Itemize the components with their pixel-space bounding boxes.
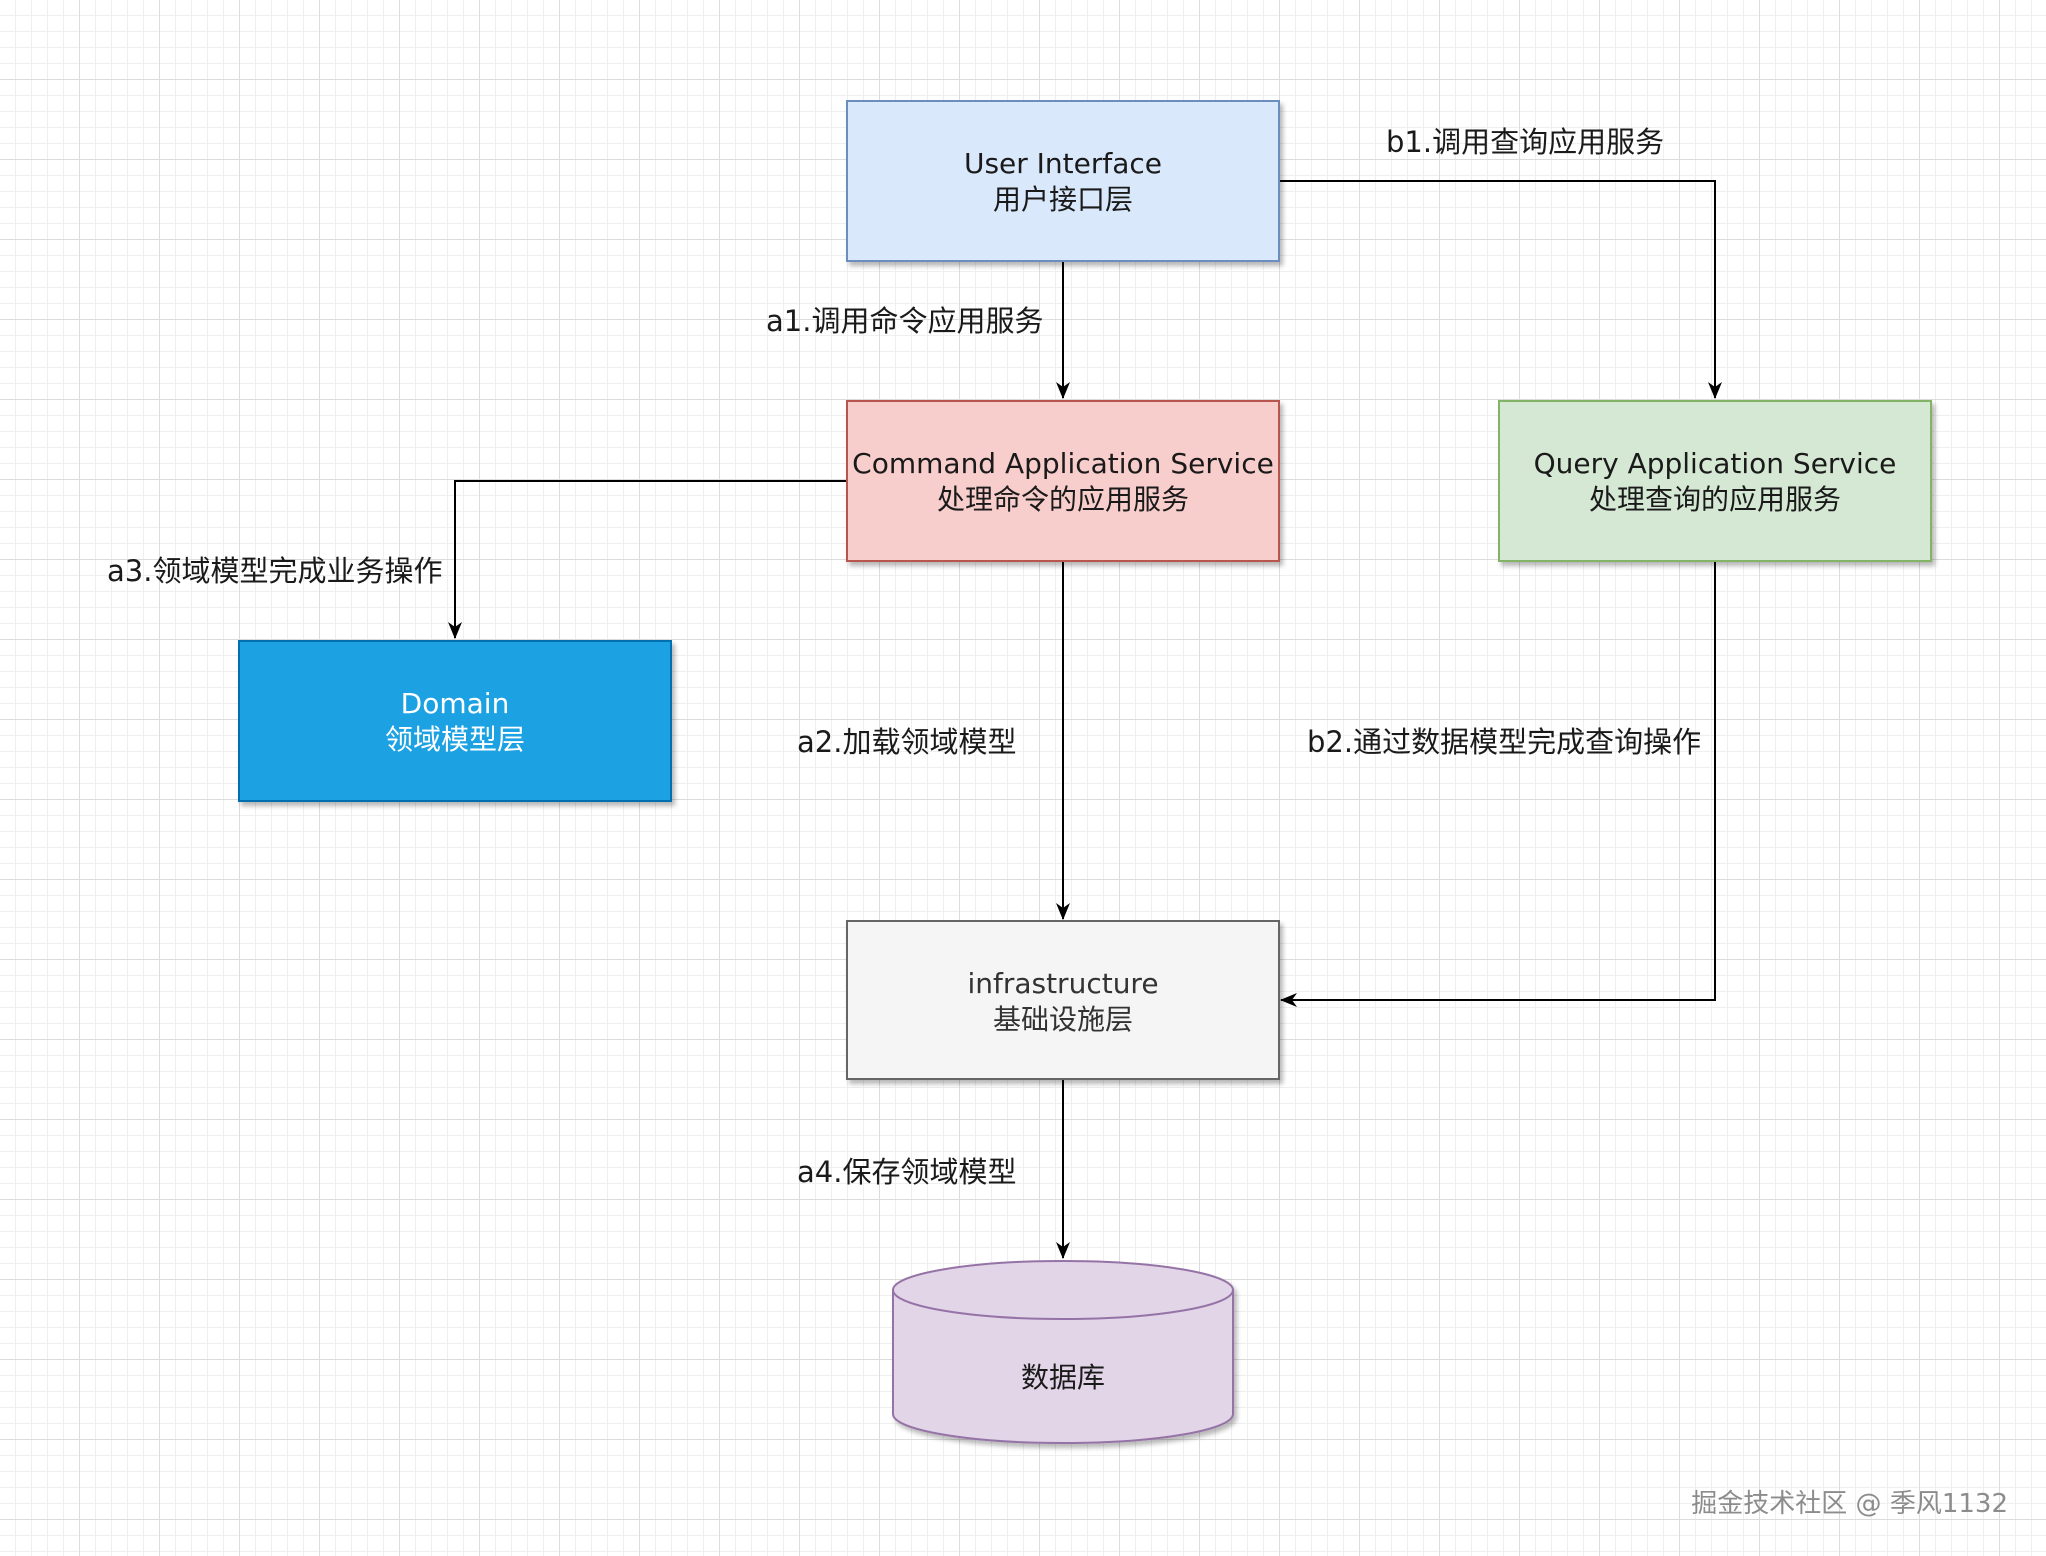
node-user-interface-subtitle: 用户接口层 [993, 183, 1133, 216]
node-infrastructure-subtitle: 基础设施层 [993, 1003, 1133, 1036]
node-infrastructure[interactable]: infrastructure 基础设施层 [846, 920, 1280, 1080]
node-command-service-title: Command Application Service [852, 447, 1274, 480]
edge-b2 [1280, 562, 1716, 1007]
node-command-service-box [846, 400, 1280, 562]
node-user-interface-title: User Interface [964, 147, 1162, 180]
node-domain-subtitle: 领域模型层 [385, 723, 525, 756]
edge-b1 [1279, 180, 1722, 399]
node-query-service-title: Query Application Service [1534, 447, 1897, 480]
edge-label-a4: a4.保存领域模型 [797, 1155, 1016, 1189]
edge-label-b2: b2.通过数据模型完成查询操作 [1307, 725, 1701, 759]
edge-a3 [448, 480, 846, 639]
node-domain-box [238, 640, 672, 802]
node-user-interface-box [846, 100, 1280, 262]
database-cylinder-body [892, 1289, 1234, 1444]
edge-label-b1: b1.调用查询应用服务 [1386, 125, 1664, 159]
node-infrastructure-box [846, 920, 1280, 1080]
node-command-service[interactable]: Command Application Service 处理命令的应用服务 [846, 400, 1280, 562]
node-user-interface[interactable]: User Interface 用户接口层 [846, 100, 1280, 262]
node-query-service-subtitle: 处理查询的应用服务 [1589, 483, 1841, 516]
watermark: 掘金技术社区 @ 季风1132 [1691, 1489, 2008, 1519]
edge-label-a3: a3.领域模型完成业务操作 [107, 554, 442, 588]
edge-label-a1: a1.调用命令应用服务 [766, 304, 1043, 338]
edge-label-a2: a2.加载领域模型 [797, 725, 1016, 759]
node-query-service[interactable]: Query Application Service 处理查询的应用服务 [1498, 400, 1932, 562]
node-command-service-subtitle: 处理命令的应用服务 [937, 483, 1189, 516]
node-domain-title: Domain [401, 687, 510, 720]
edge-labels: b1.调用查询应用服务 a1.调用命令应用服务 a3.领域模型完成业务操作 a2… [107, 125, 1701, 1189]
node-domain[interactable]: Domain 领域模型层 [238, 640, 672, 802]
node-database[interactable]: 数据库 [892, 1260, 1234, 1444]
node-query-service-box [1498, 400, 1932, 562]
edges [448, 180, 1722, 1259]
database-cylinder-top [892, 1260, 1234, 1320]
node-infrastructure-title: infrastructure [967, 967, 1158, 1000]
node-database-label: 数据库 [1021, 1361, 1105, 1394]
